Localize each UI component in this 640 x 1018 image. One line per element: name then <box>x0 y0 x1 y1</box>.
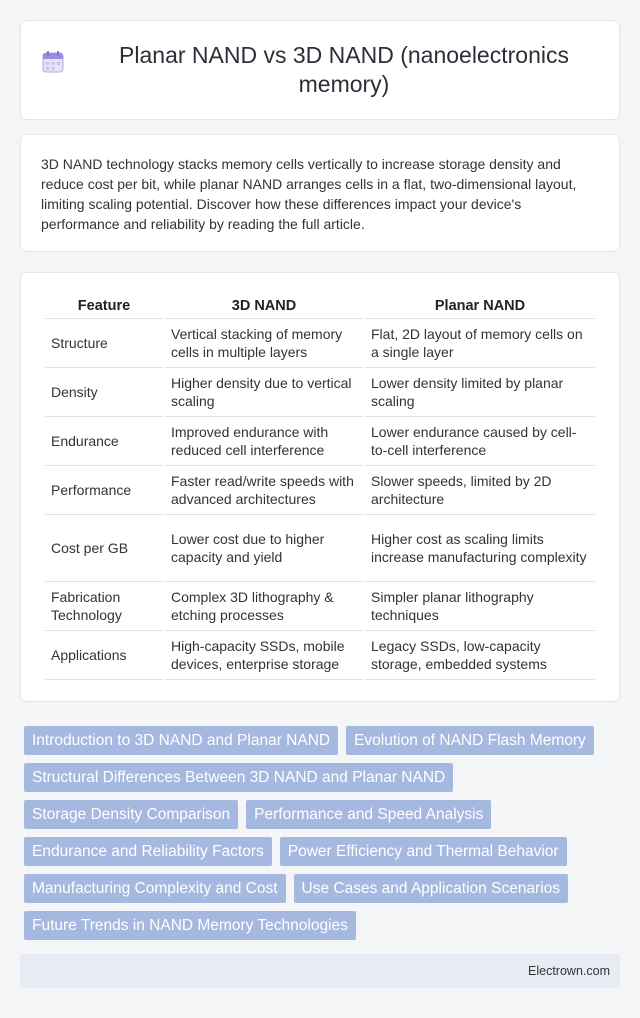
title-wrap: Planar NAND vs 3D NAND (nanoelectronics … <box>40 41 600 99</box>
calendar-icon <box>40 49 66 75</box>
tag-power-thermal[interactable]: Power Efficiency and Thermal Behavior <box>279 837 567 866</box>
planar-cell: Flat, 2D layout of memory cells on a sin… <box>365 319 595 368</box>
planar-cell: Higher cost as scaling limits increase m… <box>365 515 595 582</box>
nand3d-cell: High-capacity SSDs, mobile devices, ente… <box>165 631 363 680</box>
table-row: Structure Vertical stacking of memory ce… <box>45 319 595 368</box>
feature-cell: Applications <box>45 631 163 680</box>
header-planar-nand: Planar NAND <box>365 293 595 319</box>
table-row: Density Higher density due to vertical s… <box>45 368 595 417</box>
feature-cell: Fabrication Technology <box>45 582 163 631</box>
table-header-row: Feature 3D NAND Planar NAND <box>45 293 595 319</box>
table-row: Cost per GB Lower cost due to higher cap… <box>45 515 595 582</box>
nand3d-cell: Higher density due to vertical scaling <box>165 368 363 417</box>
tag-evolution[interactable]: Evolution of NAND Flash Memory <box>346 726 594 755</box>
tag-intro-3d-planar[interactable]: Introduction to 3D NAND and Planar NAND <box>24 726 339 755</box>
tag-use-cases[interactable]: Use Cases and Application Scenarios <box>293 874 569 903</box>
page-title: Planar NAND vs 3D NAND (nanoelectronics … <box>119 42 569 97</box>
feature-cell: Density <box>45 368 163 417</box>
comparison-table-card: Feature 3D NAND Planar NAND Structure Ve… <box>20 272 620 702</box>
topic-tags: Introduction to 3D NAND and Planar NAND … <box>24 726 616 948</box>
comparison-table: Feature 3D NAND Planar NAND Structure Ve… <box>43 293 597 680</box>
header-3d-nand: 3D NAND <box>165 293 363 319</box>
planar-cell: Slower speeds, limited by 2D architectur… <box>365 466 595 515</box>
footer-brand[interactable]: Electrown.com <box>528 964 610 978</box>
feature-cell: Cost per GB <box>45 515 163 582</box>
intro-card: 3D NAND technology stacks memory cells v… <box>20 134 620 252</box>
nand3d-cell: Complex 3D lithography & etching process… <box>165 582 363 631</box>
nand3d-cell: Lower cost due to higher capacity and yi… <box>165 515 363 582</box>
tag-endurance-reliability[interactable]: Endurance and Reliability Factors <box>24 837 272 866</box>
nand3d-cell: Faster read/write speeds with advanced a… <box>165 466 363 515</box>
intro-paragraph: 3D NAND technology stacks memory cells v… <box>41 156 577 232</box>
feature-cell: Structure <box>45 319 163 368</box>
table-row: Fabrication Technology Complex 3D lithog… <box>45 582 595 631</box>
tag-future-trends[interactable]: Future Trends in NAND Memory Technologie… <box>24 911 356 940</box>
tag-structural-differences[interactable]: Structural Differences Between 3D NAND a… <box>24 763 454 792</box>
tag-performance-speed[interactable]: Performance and Speed Analysis <box>246 800 492 829</box>
planar-cell: Lower endurance caused by cell-to-cell i… <box>365 417 595 466</box>
planar-cell: Lower density limited by planar scaling <box>365 368 595 417</box>
feature-cell: Endurance <box>45 417 163 466</box>
title-card: Planar NAND vs 3D NAND (nanoelectronics … <box>20 20 620 120</box>
tag-storage-density[interactable]: Storage Density Comparison <box>24 800 239 829</box>
table-row: Performance Faster read/write speeds wit… <box>45 466 595 515</box>
table-row: Endurance Improved endurance with reduce… <box>45 417 595 466</box>
planar-cell: Simpler planar lithography techniques <box>365 582 595 631</box>
table-row: Applications High-capacity SSDs, mobile … <box>45 631 595 680</box>
feature-cell: Performance <box>45 466 163 515</box>
footer: Electrown.com <box>20 954 620 988</box>
header-feature: Feature <box>45 293 163 319</box>
tag-manufacturing-cost[interactable]: Manufacturing Complexity and Cost <box>24 874 286 903</box>
nand3d-cell: Improved endurance with reduced cell int… <box>165 417 363 466</box>
planar-cell: Legacy SSDs, low-capacity storage, embed… <box>365 631 595 680</box>
nand3d-cell: Vertical stacking of memory cells in mul… <box>165 319 363 368</box>
